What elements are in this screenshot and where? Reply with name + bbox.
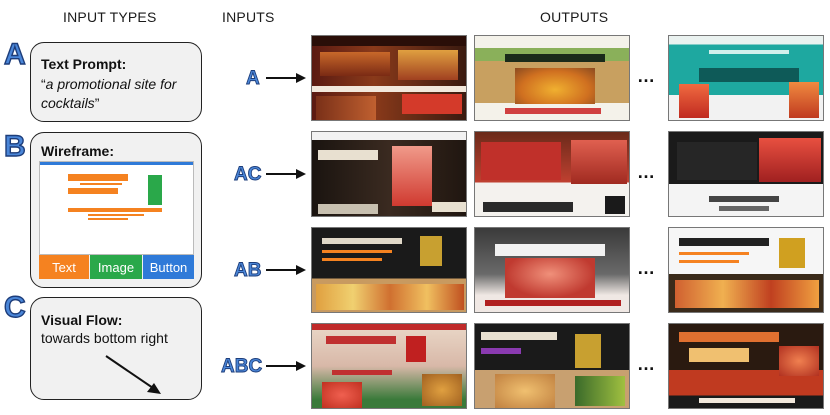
input-screenshot-abc [311,323,467,409]
output-screenshot-abcn [668,323,824,409]
output-screenshot-a1 [474,35,630,121]
legend-image: Image [90,255,142,279]
row-label-a: A [246,68,261,89]
wireframe-text-block [68,208,162,212]
arrow-right-icon [266,361,306,371]
arrow-right-icon [266,265,306,275]
legend-button: Button [143,255,194,279]
output-screenshot-ac1 [474,131,630,217]
wireframe-canvas [39,161,194,255]
output-screenshot-an [668,35,824,121]
arrow-right-icon [266,169,306,179]
wireframe-card: Wireframe: Text Image Button [30,132,202,288]
letter-b: B [3,130,26,163]
visual-flow-card: Visual Flow: towards bottom right [30,297,202,400]
letter-c: C [3,291,26,324]
ellipsis-row-ac: … [637,162,657,182]
flow-arrow-icon [105,355,161,394]
text-prompt-card: Text Prompt: “a promotional site for coc… [30,42,202,122]
output-screenshot-abn [668,227,824,313]
header-inputs: INPUTS [222,9,275,25]
text-prompt-body: “a promotional site for cocktails” [41,75,201,113]
output-screenshot-ab1 [474,227,630,313]
wireframe-legend: Text Image Button [39,255,194,279]
output-screenshot-abc1 [474,323,630,409]
quote-close: ” [94,95,100,111]
wireframe-text-line [88,214,144,216]
output-screenshot-acn [668,131,824,217]
text-prompt-title: Text Prompt: [41,56,127,72]
letter-a: A [3,38,26,71]
visual-flow-title: Visual Flow: [41,312,123,328]
visual-flow-text: towards bottom right [41,330,168,346]
wireframe-text-line [80,183,122,185]
header-input-types: INPUT TYPES [63,9,157,25]
wireframe-text-block [68,174,128,181]
wireframe-text-block [68,188,118,194]
text-prompt-value: a promotional site for cocktails [41,76,177,111]
input-screenshot-ab [311,227,467,313]
quote-open: “ [41,76,46,92]
row-label-abc: ABC [221,356,263,377]
wireframe-image-block [148,175,162,205]
wireframe-title: Wireframe: [41,143,115,159]
wireframe-nav-button [40,162,193,165]
ellipsis-row-abc: … [637,354,657,374]
row-label-ab: AB [234,260,262,281]
header-outputs: OUTPUTS [540,9,609,25]
input-screenshot-ac [311,131,467,217]
input-screenshot-a [311,35,467,121]
ellipsis-row-a: … [637,66,657,86]
ellipsis-row-ab: … [637,258,657,278]
legend-text: Text [39,255,89,279]
arrow-right-icon [266,73,306,83]
row-label-ac: AC [234,164,262,185]
wireframe-text-line [88,218,128,220]
